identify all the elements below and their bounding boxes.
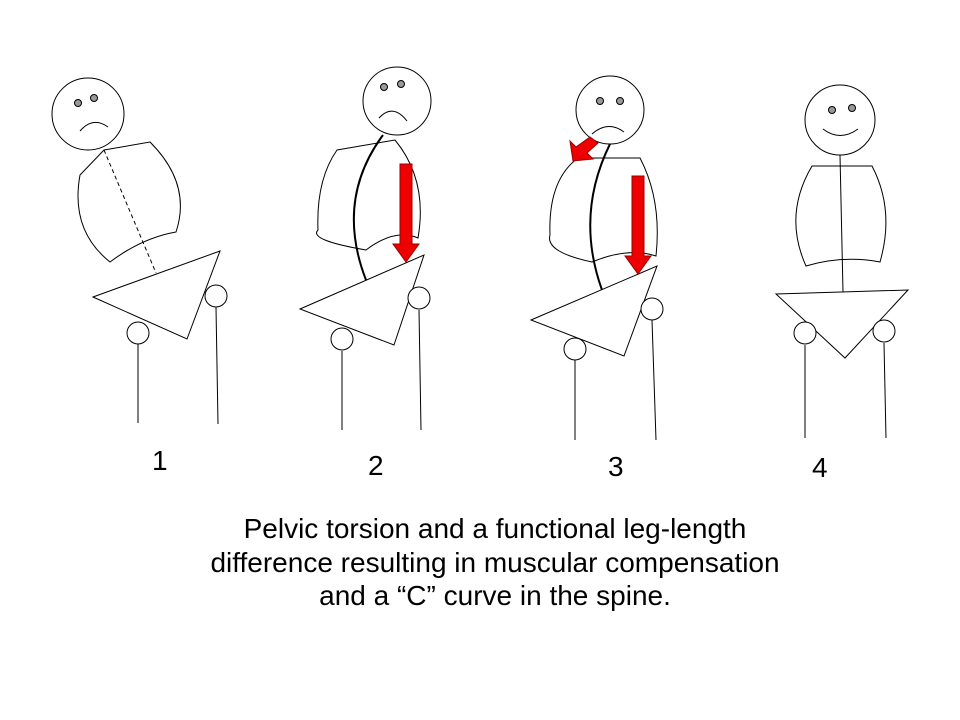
torso [795, 165, 887, 267]
legs [793, 319, 896, 439]
muscle-pull-arrow [392, 163, 420, 263]
spine-line [103, 149, 157, 274]
spine-curve [589, 143, 611, 291]
caption-line: Pelvic torsion and a functional leg-leng… [243, 513, 747, 544]
figure-4: 4 [774, 84, 910, 483]
figure-label: 2 [368, 450, 384, 481]
figure-caption: Pelvic torsion and a functional leg-leng… [130, 512, 860, 613]
figure-label: 4 [812, 452, 828, 483]
legs [330, 286, 431, 431]
torso [77, 141, 181, 263]
figure-3: 3 [529, 75, 664, 482]
figure-2: 2 [298, 66, 432, 481]
torso [549, 157, 658, 263]
legs [126, 284, 228, 425]
caption-line: difference resulting in muscular compens… [210, 546, 780, 578]
shoulder-arrow [569, 136, 599, 162]
pelvis [91, 250, 221, 340]
spine-line [839, 154, 844, 293]
figure-label: 1 [152, 445, 168, 476]
head [51, 77, 125, 151]
legs [563, 297, 664, 441]
spine-curve [352, 134, 384, 281]
caption-line: and a “C” curve in the spine. [319, 580, 671, 612]
figure-1: 1 [51, 77, 228, 476]
head [804, 84, 876, 156]
torso [316, 139, 421, 251]
head [575, 75, 645, 145]
muscle-pull-arrow [624, 175, 652, 275]
figure-label: 3 [608, 451, 624, 482]
head [362, 66, 432, 136]
pelvis [529, 265, 658, 357]
